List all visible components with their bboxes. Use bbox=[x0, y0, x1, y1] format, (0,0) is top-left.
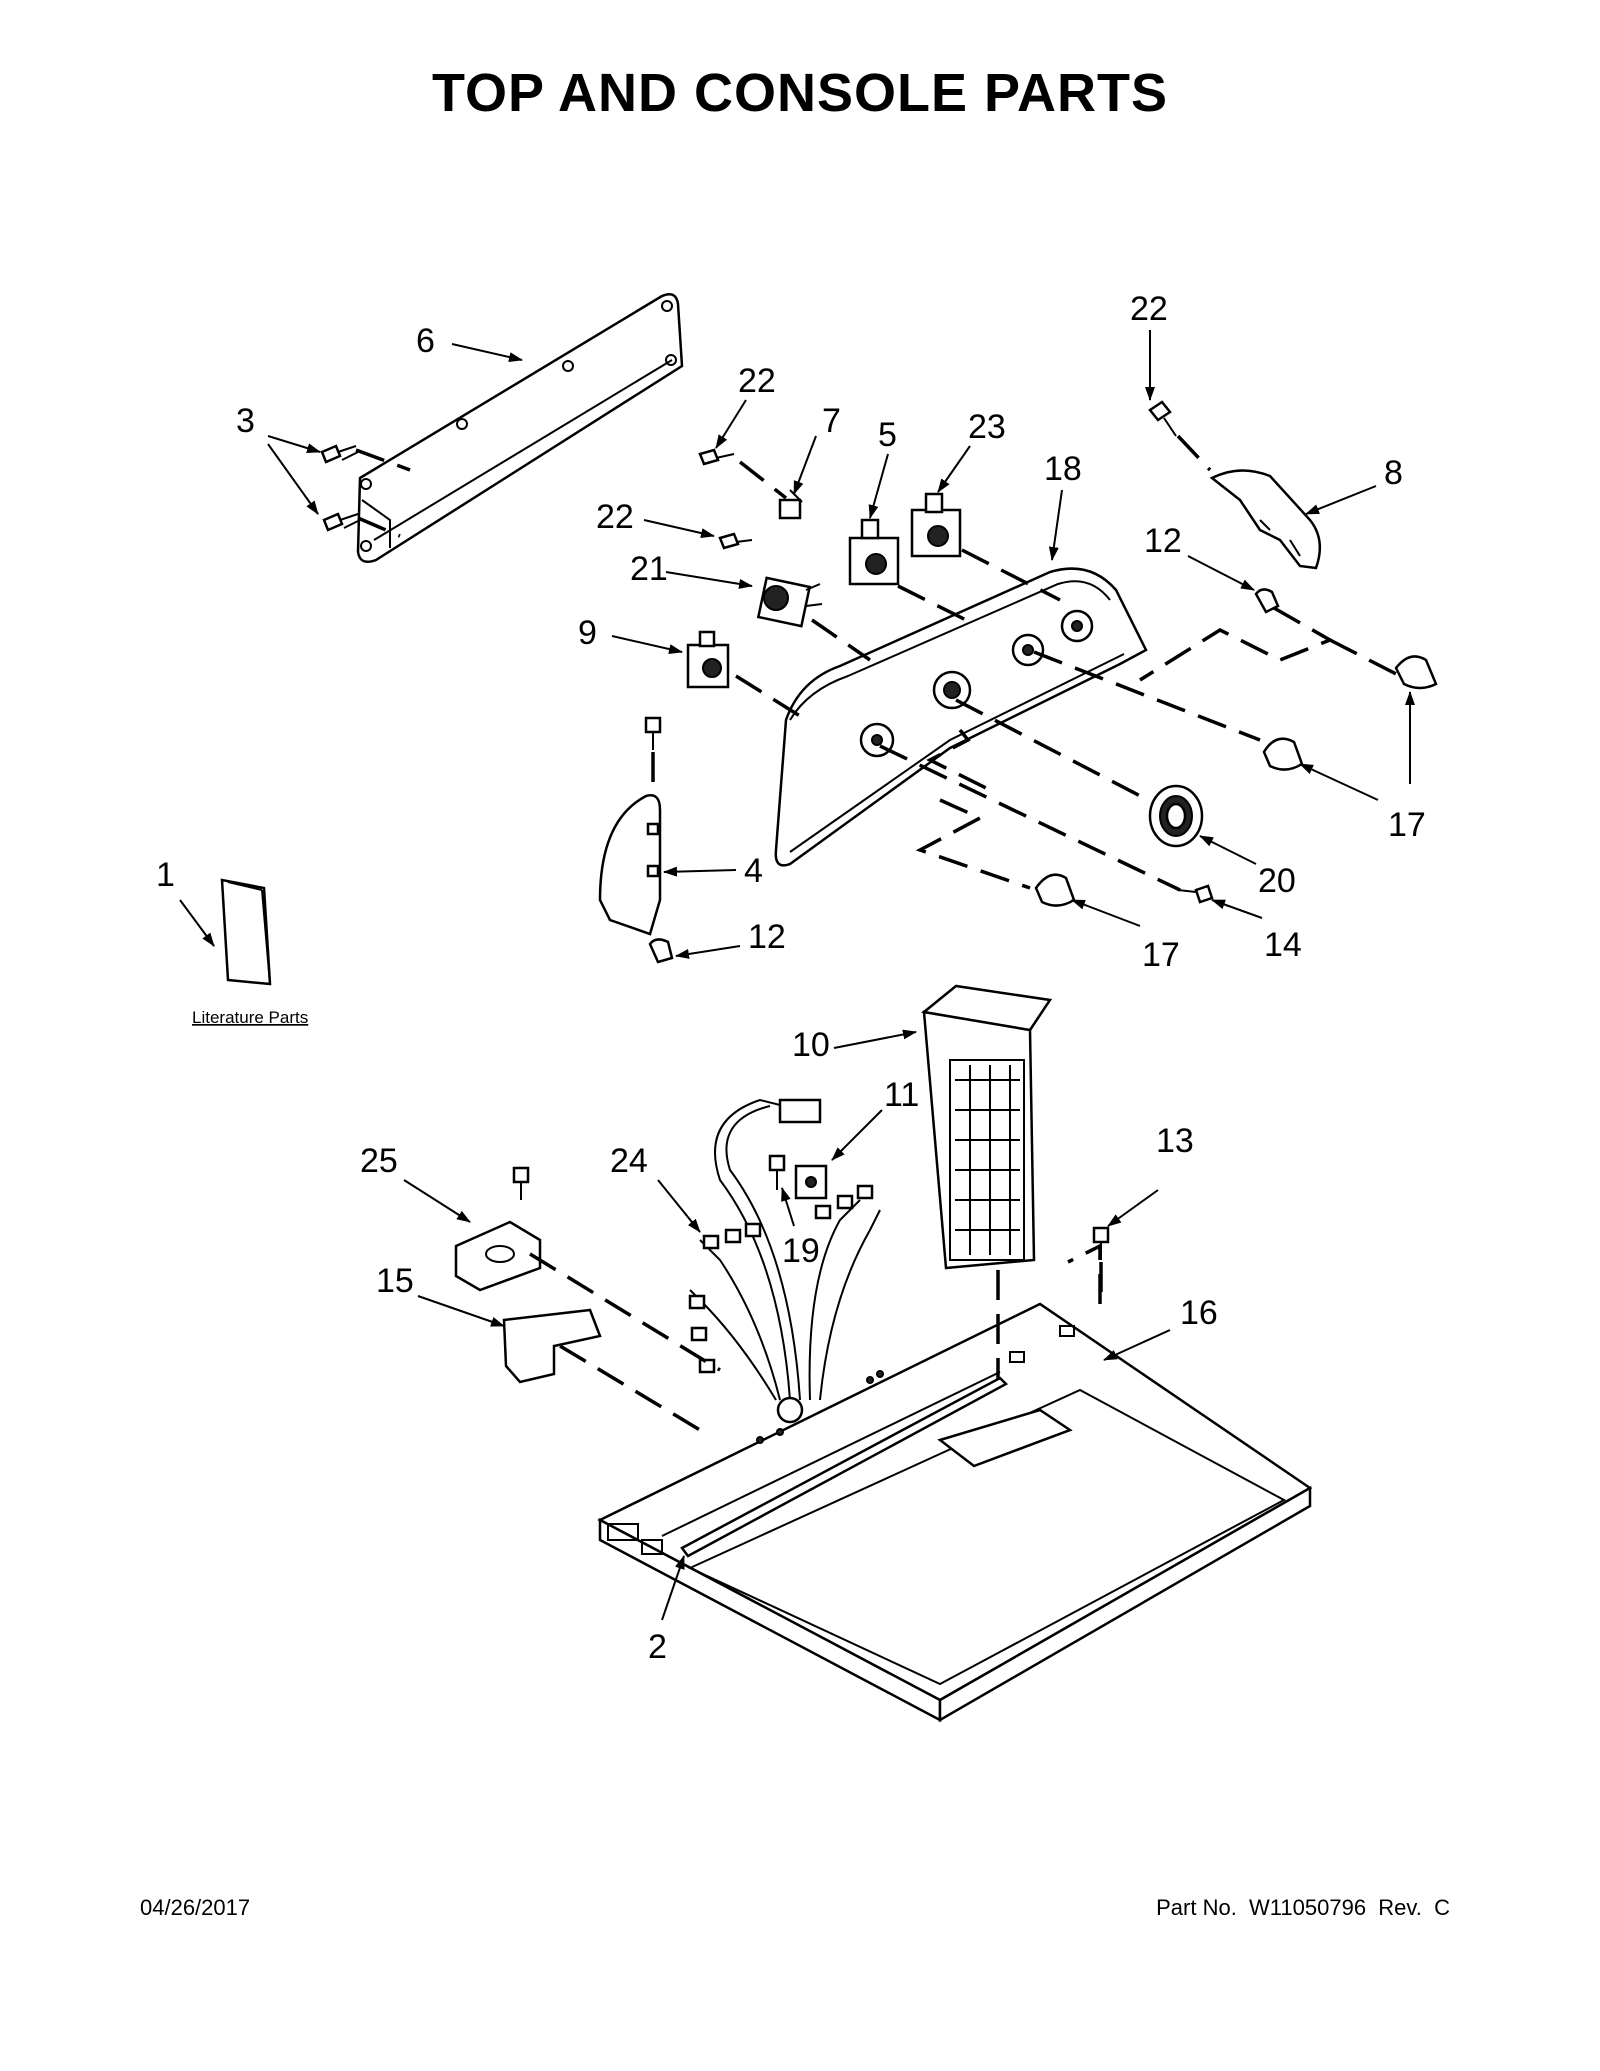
callout-23: 23 bbox=[968, 408, 1006, 446]
screw-part-4-top bbox=[644, 716, 662, 750]
callout-21: 21 bbox=[630, 550, 668, 588]
callout-17: 17 bbox=[1388, 806, 1426, 844]
callout-22: 22 bbox=[1130, 290, 1168, 328]
knob-part-17b bbox=[1262, 737, 1304, 771]
callout-18: 18 bbox=[1044, 450, 1082, 488]
screw-part-19 bbox=[768, 1154, 786, 1190]
knob-part-20 bbox=[1148, 784, 1204, 848]
lint-screen-part bbox=[921, 984, 1053, 1270]
callout-4: 4 bbox=[744, 852, 763, 890]
callout-3: 3 bbox=[236, 402, 255, 440]
top-panel-part bbox=[597, 1302, 1313, 1723]
callout-6: 6 bbox=[416, 322, 435, 360]
callout-17: 17 bbox=[1142, 936, 1180, 974]
knob-part-17c bbox=[1034, 873, 1076, 907]
console-panel-part bbox=[774, 567, 1148, 867]
literature-part bbox=[220, 878, 272, 986]
callout-8: 8 bbox=[1384, 454, 1403, 492]
callout-25: 25 bbox=[360, 1142, 398, 1180]
terminal-block-part-11 bbox=[794, 1164, 828, 1200]
timer-part-21 bbox=[756, 576, 823, 628]
callout-24: 24 bbox=[610, 1142, 648, 1180]
page-title: TOP AND CONSOLE PARTS bbox=[431, 63, 1169, 123]
callout-16: 16 bbox=[1180, 1294, 1218, 1332]
callout-12: 12 bbox=[748, 918, 786, 956]
bracket-part-15 bbox=[502, 1308, 602, 1384]
literature-parts-label: Literature Parts bbox=[192, 1008, 308, 1027]
screw-part-25 bbox=[512, 1166, 530, 1200]
callout-19: 19 bbox=[782, 1232, 820, 1270]
clip-part-12a bbox=[1254, 588, 1280, 614]
strip-part-2 bbox=[680, 1376, 1009, 1558]
callout-14: 14 bbox=[1264, 926, 1302, 964]
footer-part-number: Part No. W11050796 Rev. C bbox=[1156, 1895, 1450, 1920]
callout-15: 15 bbox=[376, 1262, 414, 1300]
end-cap-part-4 bbox=[598, 794, 662, 936]
clip-part-12b bbox=[648, 938, 674, 964]
callout-11: 11 bbox=[884, 1076, 919, 1114]
bracket-part-25 bbox=[454, 1220, 542, 1292]
callout-12: 12 bbox=[1144, 522, 1182, 560]
knob-part-17a bbox=[1394, 655, 1438, 690]
clip-part-7 bbox=[778, 489, 803, 520]
callout-13: 13 bbox=[1156, 1122, 1194, 1160]
footer-date: 04/26/2017 bbox=[140, 1895, 251, 1920]
screw-part-22a bbox=[698, 448, 735, 466]
callout-2: 2 bbox=[648, 1628, 667, 1666]
switch-part-23 bbox=[910, 492, 962, 558]
end-cap-part-8 bbox=[1209, 469, 1322, 570]
callout-7: 7 bbox=[822, 402, 841, 440]
screw-part-13 bbox=[1092, 1226, 1110, 1260]
callout-10: 10 bbox=[792, 1026, 830, 1064]
callout-1: 1 bbox=[156, 856, 175, 894]
screw-part-3b bbox=[322, 512, 361, 532]
callout-22: 22 bbox=[738, 362, 776, 400]
screw-part-3a bbox=[320, 444, 359, 464]
rear-panel-part bbox=[356, 293, 684, 563]
callout-5: 5 bbox=[878, 416, 897, 454]
wire-harness-part bbox=[688, 1098, 881, 1401]
callout-9: 9 bbox=[578, 614, 597, 652]
switch-part-5 bbox=[848, 518, 900, 586]
callout-22: 22 bbox=[596, 498, 634, 536]
screw-part-14 bbox=[1177, 884, 1214, 904]
screw-part-22b bbox=[718, 532, 753, 550]
screw-part-22c bbox=[1148, 400, 1177, 437]
switch-part-9 bbox=[686, 630, 730, 689]
callout-20: 20 bbox=[1258, 862, 1296, 900]
